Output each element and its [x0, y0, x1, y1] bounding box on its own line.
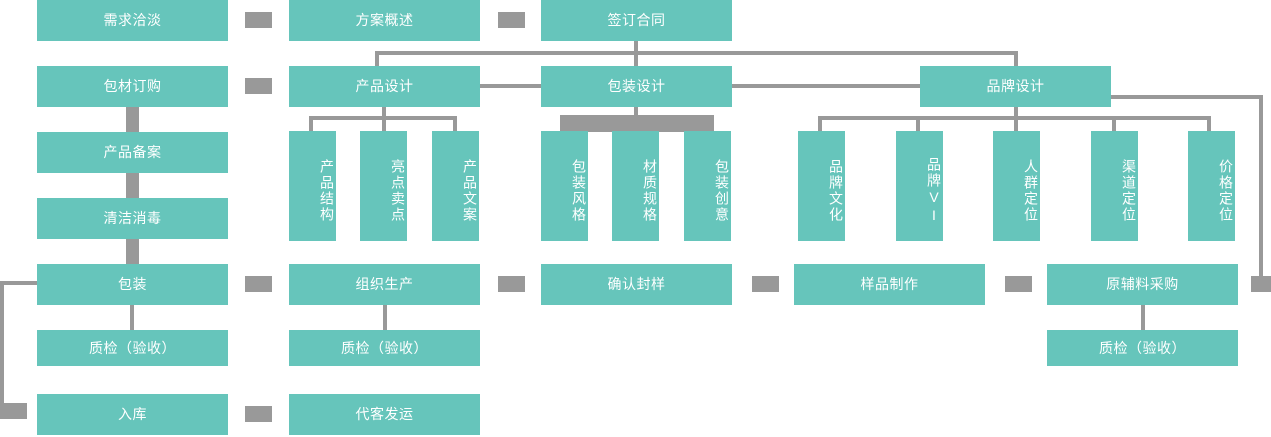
chip-row4-3: [752, 276, 779, 292]
connector-left-edge-into-pack: [0, 281, 39, 285]
chip-row4-1: [245, 276, 272, 292]
node-raw-material-purchase[interactable]: 原辅料采购: [1047, 264, 1238, 305]
node-price-positioning[interactable]: 价格定位: [1188, 131, 1235, 241]
node-qc-inspection-material[interactable]: 质检（验收）: [1047, 330, 1238, 366]
connector-brand-child-1: [818, 116, 822, 132]
node-clean-disinfect[interactable]: 清洁消毒: [37, 198, 228, 239]
node-product-structure[interactable]: 产品结构: [289, 131, 336, 241]
connector-contract-down: [634, 41, 638, 55]
chip-row4-2: [498, 276, 525, 292]
node-audience-positioning[interactable]: 人群定位: [993, 131, 1040, 241]
connector-brand-children-down: [1014, 106, 1018, 120]
connector-package-children-down: [634, 106, 638, 118]
connector-brand-right-out: [1108, 95, 1263, 99]
chip-row4-4: [1005, 276, 1032, 292]
connector-product-child-2: [382, 116, 386, 132]
node-packaging[interactable]: 包装: [37, 264, 228, 305]
connector-bus-to-product-design: [375, 51, 379, 68]
connector-product-children-down: [382, 106, 386, 120]
node-organize-production[interactable]: 组织生产: [289, 264, 480, 305]
connector-left-edge-down: [0, 281, 4, 411]
node-drop-shipping[interactable]: 代客发运: [289, 394, 480, 435]
connector-product-child-3: [453, 116, 457, 132]
node-package-design[interactable]: 包装设计: [541, 66, 732, 107]
chip-row1-1: [245, 12, 272, 28]
chip-row5-1: [245, 406, 272, 422]
node-sample-production[interactable]: 样品制作: [794, 264, 985, 305]
node-material-spec[interactable]: 材质规格: [612, 131, 659, 241]
node-package-style[interactable]: 包装风格: [541, 131, 588, 241]
connector-material-to-qc: [1141, 304, 1145, 330]
node-brand-vi[interactable]: 品牌VI: [896, 131, 943, 241]
node-qc-inspection-packaging[interactable]: 质检（验收）: [37, 330, 228, 366]
node-product-design[interactable]: 产品设计: [289, 66, 480, 107]
connector-brand-child-3: [1014, 116, 1018, 132]
node-warehouse-in[interactable]: 入库: [37, 394, 228, 435]
connector-production-to-qc: [383, 304, 387, 330]
chip-row1-2: [498, 12, 525, 28]
node-product-filing[interactable]: 产品备案: [37, 132, 228, 173]
node-brand-culture[interactable]: 品牌文化: [798, 131, 845, 241]
node-requirement-discussion[interactable]: 需求洽淡: [37, 0, 228, 41]
node-brand-design[interactable]: 品牌设计: [920, 66, 1111, 107]
connector-design-bus: [375, 51, 1018, 55]
connector-package-to-brand: [731, 84, 921, 88]
node-qc-inspection-production[interactable]: 质检（验收）: [289, 330, 480, 366]
node-sign-contract[interactable]: 签订合同: [541, 0, 732, 41]
connector-package-children-bar: [560, 115, 714, 132]
connector-bus-to-brand-design: [1014, 51, 1018, 68]
node-packaging-material-order[interactable]: 包材订购: [37, 66, 228, 107]
connector-bus-to-package-design: [634, 51, 638, 68]
connector-order-to-filing: [126, 106, 139, 132]
connector-brand-child-5: [1207, 116, 1211, 132]
node-plan-overview[interactable]: 方案概述: [289, 0, 480, 41]
connector-left-edge-chip: [0, 403, 27, 419]
connector-filing-to-clean: [126, 172, 139, 198]
node-confirm-sealed-sample[interactable]: 确认封样: [541, 264, 732, 305]
connector-pack-to-qc: [130, 304, 134, 330]
connector-brand-child-2: [916, 116, 920, 132]
connector-product-to-package: [480, 84, 542, 88]
chip-row2-1: [245, 78, 272, 94]
connector-product-child-1: [309, 116, 313, 132]
connector-brand-right-down: [1259, 95, 1263, 280]
connector-clean-to-pack: [126, 238, 139, 264]
node-highlight-selling-point[interactable]: 亮点卖点: [360, 131, 407, 241]
chip-row4-5: [1251, 276, 1271, 292]
node-package-creative[interactable]: 包装创意: [684, 131, 731, 241]
connector-brand-child-4: [1112, 116, 1116, 132]
node-product-copywriting[interactable]: 产品文案: [432, 131, 479, 241]
node-channel-positioning[interactable]: 渠道定位: [1091, 131, 1138, 241]
